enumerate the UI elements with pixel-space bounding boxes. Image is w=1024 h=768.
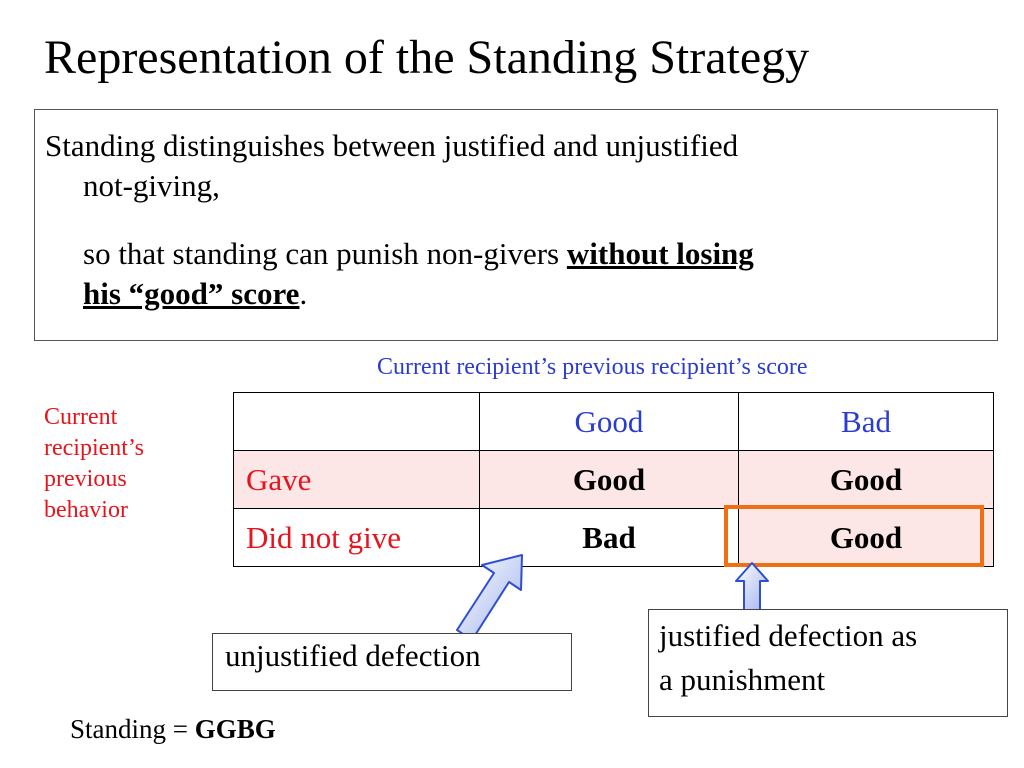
arrow-up-vertical-icon <box>735 562 769 611</box>
paragraph-2-text: so that standing can punish non-givers <box>83 236 567 271</box>
explanation-paragraph-1: Standing distinguishes between justified… <box>45 126 975 206</box>
callout-justified-line-1: justified defection as <box>659 618 918 653</box>
callout-unjustified-text: unjustified defection <box>225 638 481 673</box>
paragraph-1-line-2: not-giving, <box>83 168 220 203</box>
explanation-text-box: Standing distinguishes between justified… <box>34 109 998 341</box>
cell-gave-bad: Good <box>738 450 994 509</box>
explanation-paragraph-2: so that standing can punish non-givers w… <box>83 234 983 314</box>
header-bad: Bad <box>738 392 994 451</box>
row-label-did-not-give: Did not give <box>233 508 480 567</box>
row-label-gave: Gave <box>233 450 480 509</box>
highlight-box-justified <box>724 505 984 567</box>
arrow-up-diagonal-icon <box>456 554 523 641</box>
table-row-gave: Gave Good Good <box>233 450 994 509</box>
callout-justified-defection: justified defection as a punishment <box>648 609 1008 717</box>
table-corner-cell <box>233 392 480 451</box>
formula-prefix: Standing = <box>70 714 195 744</box>
slide-title: Representation of the Standing Strategy <box>44 31 810 84</box>
paragraph-1-line-1: Standing distinguishes between justified… <box>45 128 739 163</box>
standing-score-table: Good Bad Gave Good Good Did not give Bad… <box>233 392 994 567</box>
cell-gave-good: Good <box>479 450 739 509</box>
emphasis-good-score: his “good” score <box>83 276 300 311</box>
paragraph-2-period: . <box>299 276 308 311</box>
formula-code: GGBG <box>194 714 276 744</box>
table-header-row: Good Bad <box>233 392 994 451</box>
standing-formula: Standing = GGBG <box>70 711 276 747</box>
callout-unjustified-defection: unjustified defection <box>212 633 572 691</box>
row-axis-caption: Current recipient’s previous behavior <box>44 404 144 523</box>
column-axis-caption: Current recipient’s previous recipient’s… <box>377 354 808 380</box>
emphasis-without-losing: without losing <box>566 236 754 271</box>
header-good: Good <box>479 392 739 451</box>
callout-justified-line-2: a punishment <box>659 662 826 697</box>
